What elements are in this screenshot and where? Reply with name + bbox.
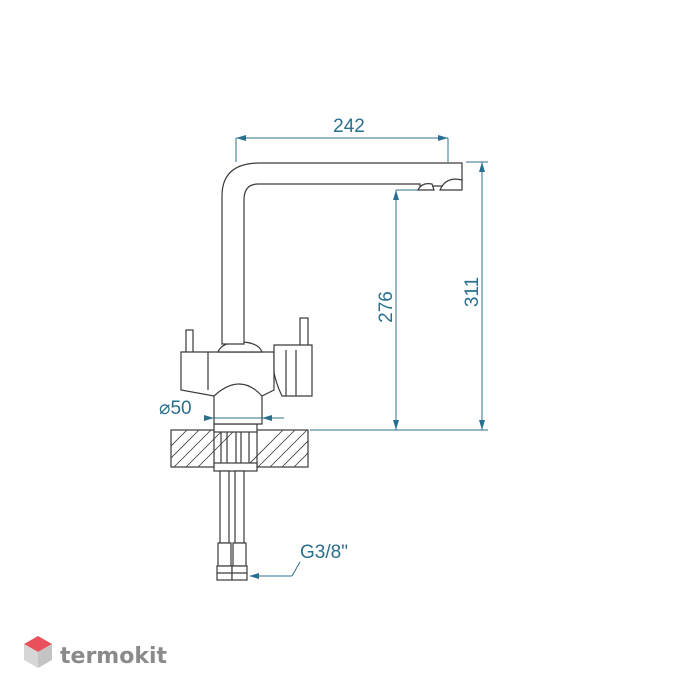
lever-left [185, 329, 194, 355]
countertop-left-block [170, 429, 215, 468]
spout [221, 162, 463, 345]
leader-line [291, 561, 301, 577]
countertop-section [170, 429, 309, 468]
brand-logo: termokit [24, 636, 167, 669]
aerator-small [417, 183, 435, 191]
spout-clearance-label: 276 [376, 291, 397, 323]
mounting-nut-bottom [213, 462, 258, 472]
arrowhead [438, 135, 448, 141]
countertop-right-block [256, 429, 309, 468]
mounting-nut-top [213, 423, 258, 433]
hose-left [219, 470, 230, 544]
brand-logo-mark [24, 636, 52, 668]
aerator [439, 178, 463, 191]
arrowhead [393, 420, 399, 430]
hose-right [234, 470, 245, 544]
hose-fitting-left [217, 542, 232, 567]
mixer-body [180, 351, 275, 397]
faucet-body [180, 162, 463, 425]
arrowhead [262, 415, 272, 421]
arrowhead [249, 573, 259, 579]
countertop-hatching [171, 430, 308, 467]
dimension-connection-thread: G3/8" [249, 542, 348, 579]
dimension-spout-clearance: 276 [376, 189, 418, 430]
total-height-label: 311 [462, 277, 483, 307]
mounting-assembly [213, 423, 258, 581]
arrowhead [479, 162, 485, 172]
arrowhead [204, 415, 214, 421]
hose-fitting-right [232, 542, 247, 567]
arrowhead [479, 420, 485, 430]
base-diameter-label: ⌀50 [159, 398, 192, 419]
dimension-total-height: 311 [462, 161, 488, 430]
connection-thread-label: G3/8" [300, 542, 348, 563]
dimension-spout-reach: 242 [235, 116, 449, 162]
spout-reach-label: 242 [333, 116, 365, 137]
brand-logo-text: termokit [60, 644, 167, 669]
arrowhead [393, 190, 399, 200]
dimension-base-diameter: ⌀50 [159, 398, 284, 421]
arrowhead [236, 135, 246, 141]
cartridge-housing [273, 344, 313, 397]
